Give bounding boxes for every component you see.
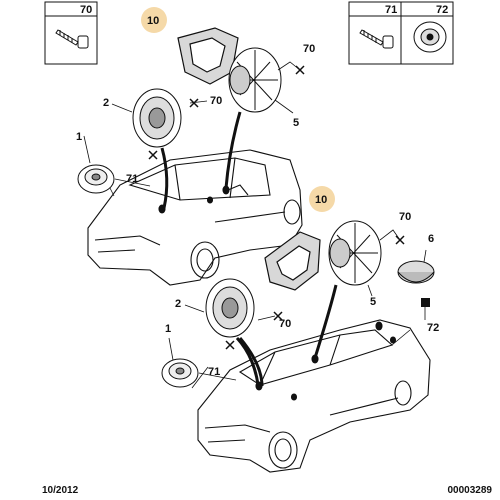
callout-bottom-72: 72 [427, 322, 439, 334]
legend-box-72: 72 [400, 1, 454, 65]
bottom-clip-square [421, 298, 430, 307]
callout-bottom-70b: 70 [279, 318, 291, 330]
callout-highlight-bottom-10 [309, 186, 335, 212]
callout-bottom-70: 70 [399, 211, 411, 223]
callout-top-5: 5 [293, 117, 299, 129]
legend-box-71: 71 [348, 1, 402, 65]
screw-icon [55, 29, 89, 49]
callout-top-1: 1 [76, 131, 82, 143]
legend-box-70: 70 [44, 1, 98, 65]
bottom-round-cover [397, 260, 435, 284]
top-cross-markers [148, 65, 305, 160]
top-tweeter [77, 164, 115, 194]
bottom-grille [328, 220, 382, 286]
screw-icon [359, 29, 394, 49]
callout-bottom-1: 1 [165, 323, 171, 335]
callout-top-70: 70 [303, 43, 315, 55]
callout-top-10: 10 [147, 15, 159, 27]
callout-highlight-top-10 [141, 7, 167, 33]
callout-bottom-6: 6 [428, 233, 434, 245]
bottom-connector-lines [235, 284, 338, 387]
callout-top-70b: 70 [210, 95, 222, 107]
top-leader-lines [83, 61, 301, 197]
callout-bottom-10: 10 [315, 194, 327, 206]
callout-top-2: 2 [103, 97, 109, 109]
bottom-gasket [264, 231, 321, 291]
bottom-cross-markers [225, 235, 405, 350]
sedan-outline [197, 319, 431, 473]
clip-icon [413, 21, 447, 53]
footer-reference-code: 00003289 [447, 485, 493, 496]
callout-bottom-2: 2 [175, 298, 181, 310]
top-grille [228, 47, 282, 113]
legend-label-71: 71 [385, 4, 397, 16]
bottom-leader-lines [168, 229, 427, 389]
legend-label-72: 72 [436, 4, 448, 16]
hatchback-outline [87, 149, 303, 286]
bottom-speaker [205, 278, 255, 338]
top-gasket [177, 27, 239, 85]
bottom-tweeter [161, 358, 199, 388]
callout-bottom-71: 71 [208, 366, 220, 378]
legend-label-70: 70 [80, 4, 92, 16]
footer-date: 10/2012 [42, 485, 79, 496]
top-speaker [132, 88, 182, 148]
top-connector-lines [160, 111, 242, 209]
callout-bottom-5: 5 [370, 296, 376, 308]
callout-top-71: 71 [126, 173, 138, 185]
